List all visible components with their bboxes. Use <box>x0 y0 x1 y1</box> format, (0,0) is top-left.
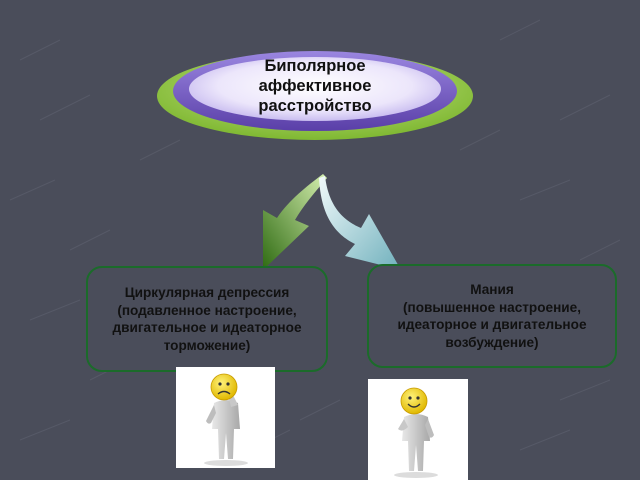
depression-line: (подавленное настроение, <box>117 302 297 318</box>
mania-line: Мания <box>470 282 514 297</box>
depression-line: Циркулярная депрессия <box>124 285 290 300</box>
title-node: Биполярное аффективное расстройство <box>155 44 475 144</box>
title-line: Биполярное <box>264 57 366 75</box>
depression-line: двигательное и идеаторное <box>112 320 302 335</box>
arrow-to-mania <box>319 176 401 270</box>
happy-person-icon <box>368 379 468 480</box>
title-text: Биполярное аффективное расстройство <box>195 56 435 116</box>
mania-box: Мания (повышенное настроение, идеаторное… <box>367 264 617 368</box>
title-ellipse <box>157 51 473 140</box>
arrow-to-depression <box>263 174 327 270</box>
sad-person-icon <box>176 367 275 468</box>
branch-arrows <box>263 174 401 270</box>
depression-line: торможение) <box>163 337 251 353</box>
mania-line: возбуждение) <box>445 334 539 350</box>
title-line: расстройство <box>258 97 372 115</box>
title-line: аффективное <box>258 77 372 95</box>
mania-line: (повышенное настроение, <box>402 299 582 315</box>
mania-line: идеаторное и двигательное <box>397 317 587 332</box>
depression-box: Циркулярная депрессия (подавленное настр… <box>86 266 328 372</box>
